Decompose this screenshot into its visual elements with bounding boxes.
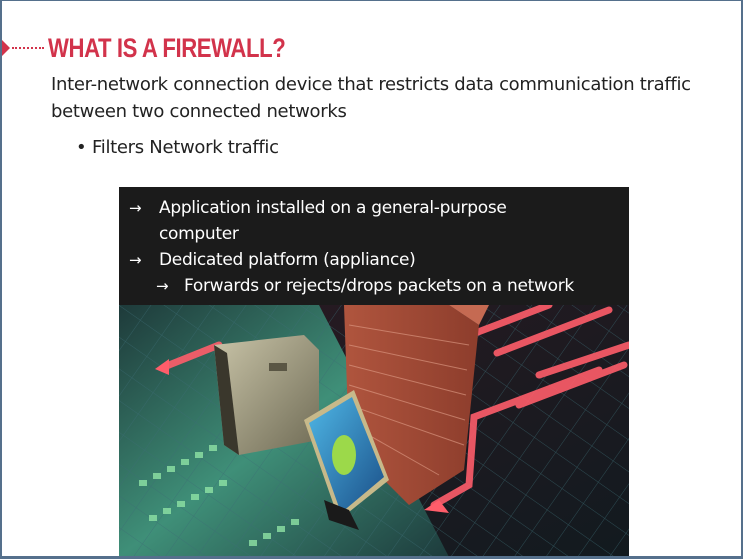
caption-line: → Application installed on a general-pur… (129, 195, 507, 221)
arrow-right-icon: → (156, 277, 169, 295)
caption-text: Dedicated platform (appliance) (159, 250, 416, 270)
caption-line: computer (159, 221, 239, 247)
definition-text: Inter-network connection device that res… (51, 74, 691, 122)
slide-title: WHAT IS A FIREWALL? (48, 32, 286, 63)
title-row: WHAT IS A FIREWALL? (2, 30, 337, 66)
caption-box: → Application installed on a general-pur… (119, 187, 629, 305)
triangle-marker-icon (2, 39, 10, 57)
firewall-figure: → Application installed on a general-pur… (119, 187, 629, 556)
caption-text: Application installed on a general-purpo… (159, 198, 507, 218)
bullet-item: • Filters Network traffic (76, 134, 279, 161)
bullet-text: Filters Network traffic (92, 137, 279, 158)
caption-text: Forwards or rejects/drops packets on a n… (184, 276, 574, 296)
arrow-right-icon: → (129, 251, 142, 269)
firewall-illustration (119, 305, 629, 556)
caption-line-sub: → Forwards or rejects/drops packets on a… (156, 273, 574, 299)
bullet-dot-icon: • (76, 137, 87, 158)
caption-text: computer (159, 224, 239, 244)
arrow-right-icon: → (129, 199, 142, 217)
dotted-leader (12, 47, 44, 49)
caption-line: → Dedicated platform (appliance) (129, 247, 416, 273)
